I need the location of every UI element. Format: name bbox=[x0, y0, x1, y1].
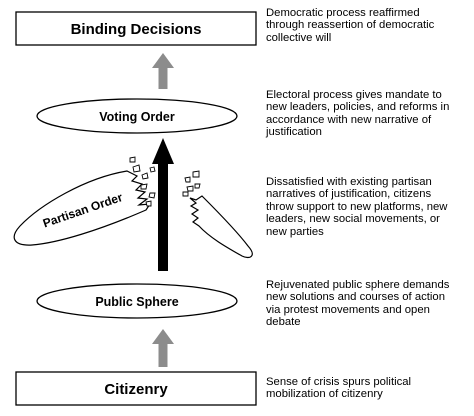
gray-arrow-to-public-sphere bbox=[152, 329, 174, 367]
partisan-order-broken-ellipse-left bbox=[13, 156, 156, 246]
caption-line: via protest movements and open bbox=[266, 303, 430, 316]
voting-order-label: Voting Order bbox=[99, 110, 175, 124]
voting-order-caption: Electoral process gives mandate to new l… bbox=[266, 89, 470, 139]
citizenry-box bbox=[15, 371, 257, 406]
partisan-order-caption: Dissatisfied with existing partisan narr… bbox=[266, 176, 470, 238]
binding-decisions-box bbox=[15, 11, 257, 46]
caption-line: narratives of justification, citizens bbox=[266, 188, 432, 201]
binding-decisions-label: Binding Decisions bbox=[71, 21, 202, 38]
caption-line: new parties bbox=[266, 225, 324, 238]
caption-line: Sense of crisis spurs political bbox=[266, 376, 412, 388]
citizenry-label: Citizenry bbox=[104, 381, 168, 398]
caption-line: leaders, new social movements, or bbox=[266, 213, 440, 226]
caption-line: debate bbox=[266, 316, 301, 329]
caption-line: justification bbox=[266, 126, 322, 139]
public-sphere-label: Public Sphere bbox=[95, 295, 178, 309]
binding-decisions-caption: Democratic process reaffirmed through re… bbox=[266, 7, 470, 44]
black-arrow-to-voting-order bbox=[152, 138, 174, 271]
caption-line: Democratic process reaffirmed bbox=[266, 7, 420, 19]
caption-line: mobilization of citizenry bbox=[266, 388, 383, 401]
voting-order-ellipse bbox=[36, 98, 238, 134]
partisan-order-broken-ellipse-right bbox=[182, 170, 253, 259]
caption-line: Electoral process gives mandate to bbox=[266, 89, 442, 101]
caption-line: through reassertion of democratic bbox=[266, 19, 435, 32]
caption-line: throw support to new platforms, new bbox=[266, 200, 448, 213]
caption-line: accordance with new narrative of bbox=[266, 113, 432, 126]
public-sphere-ellipse bbox=[36, 283, 238, 319]
caption-line: collective will bbox=[266, 31, 332, 44]
caption-line: Rejuvenated public sphere demands bbox=[266, 279, 450, 291]
caption-line: new leaders, policies, and reforms in bbox=[266, 101, 450, 114]
public-sphere-caption: Rejuvenated public sphere demands new so… bbox=[266, 279, 470, 329]
caption-line: Dissatisfied with existing partisan bbox=[266, 176, 432, 188]
caption-line: new solutions and courses of action bbox=[266, 291, 445, 304]
gray-arrow-to-binding-decisions bbox=[152, 53, 174, 89]
citizenry-caption: Sense of crisis spurs political mobiliza… bbox=[266, 376, 470, 401]
